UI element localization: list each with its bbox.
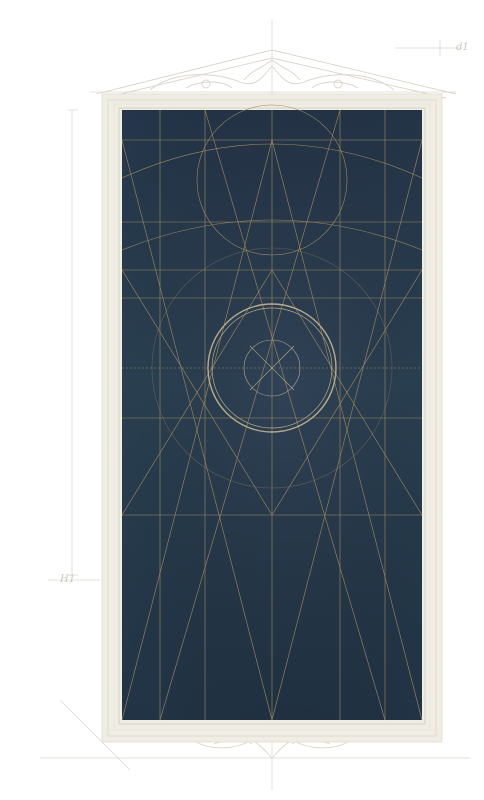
central-circle: [207, 303, 337, 433]
sketch-annotation-left: H1: [60, 574, 76, 585]
sketch-annotation-top: d1: [456, 42, 469, 53]
top-pediment-ornament: [95, 49, 457, 99]
sketch-construction-lines: [40, 20, 470, 790]
